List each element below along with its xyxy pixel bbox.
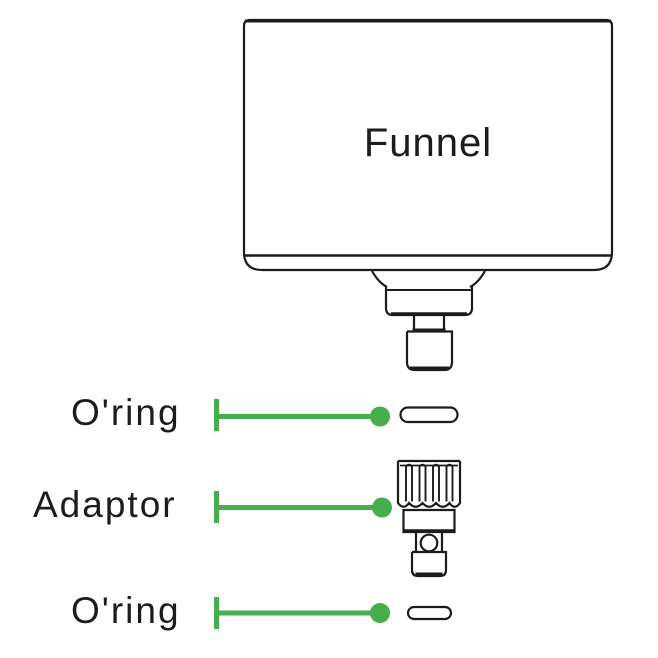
- adaptor-glyph: [396, 459, 462, 578]
- funnel-label: Funnel: [363, 121, 493, 165]
- funnel-spout: [371, 270, 486, 372]
- callout-label-o-ring-top: O'ring: [71, 392, 181, 433]
- leader-shaft: [214, 610, 374, 616]
- leader-dot: [370, 406, 390, 427]
- callout-label-adaptor: Adaptor: [33, 484, 177, 525]
- leader-dot: [370, 603, 390, 623]
- leader-line-o-ring-top: [214, 399, 390, 431]
- leader-shaft: [214, 414, 374, 419]
- leader-line-o-ring-bottom: [214, 597, 390, 629]
- o-ring-top-glyph: [399, 406, 459, 424]
- detent-ball: [419, 533, 439, 553]
- o-ring-bottom-glyph: [406, 605, 453, 621]
- leader-dot: [372, 497, 392, 518]
- leader-line-adaptor: [214, 491, 392, 523]
- callout-label-o-ring-bottom: O'ring: [71, 590, 181, 631]
- leader-shaft: [214, 505, 376, 510]
- funnel-body-outline: [242, 18, 614, 272]
